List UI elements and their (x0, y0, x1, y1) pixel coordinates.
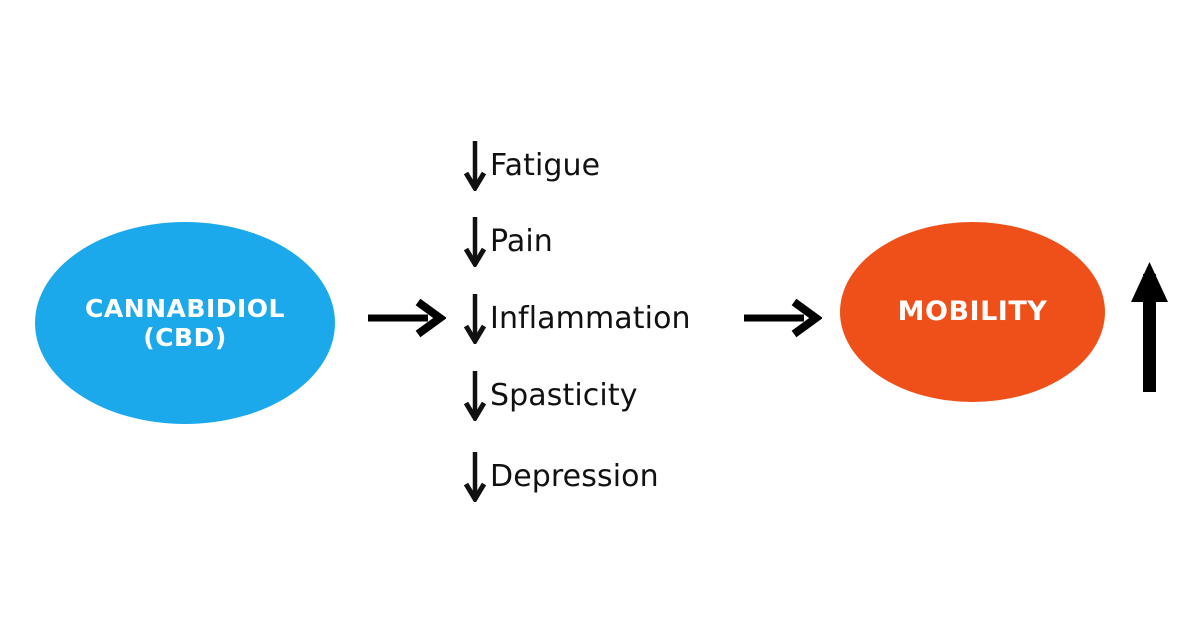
connector-symptoms-to-mobility (742, 298, 823, 338)
list-item: Spasticity (462, 368, 638, 422)
down-arrow-icon (463, 217, 487, 267)
node-cannabidiol: CANNABIDIOL (CBD) (35, 222, 335, 424)
node-cannabidiol-line-2: (CBD) (143, 323, 227, 352)
list-item: Inflammation (462, 291, 691, 345)
list-item: Fatigue (462, 138, 600, 192)
right-arrow-icon (744, 298, 823, 338)
down-arrow-icon (463, 452, 487, 502)
right-arrow-icon (368, 298, 447, 338)
down-arrow-icon (463, 141, 487, 191)
node-cannabidiol-line-1: CANNABIDIOL (85, 293, 285, 323)
list-item: Depression (462, 449, 659, 503)
down-arrow-icon (463, 294, 487, 344)
list-item: Pain (462, 214, 553, 268)
node-mobility-line-1: MOBILITY (897, 296, 1048, 328)
connector-cbd-to-symptoms (366, 298, 447, 338)
down-arrow-icon (463, 371, 487, 421)
symptom-label-depression: Depression (490, 458, 659, 494)
symptom-label-inflammation: Inflammation (490, 300, 691, 336)
symptom-label-fatigue: Fatigue (490, 147, 601, 183)
mobility-increase-indicator (1124, 258, 1176, 394)
symptom-label-spasticity: Spasticity (490, 377, 638, 413)
up-arrow-icon (1131, 262, 1168, 392)
node-mobility: MOBILITY (840, 222, 1105, 402)
symptom-label-pain: Pain (490, 223, 553, 259)
